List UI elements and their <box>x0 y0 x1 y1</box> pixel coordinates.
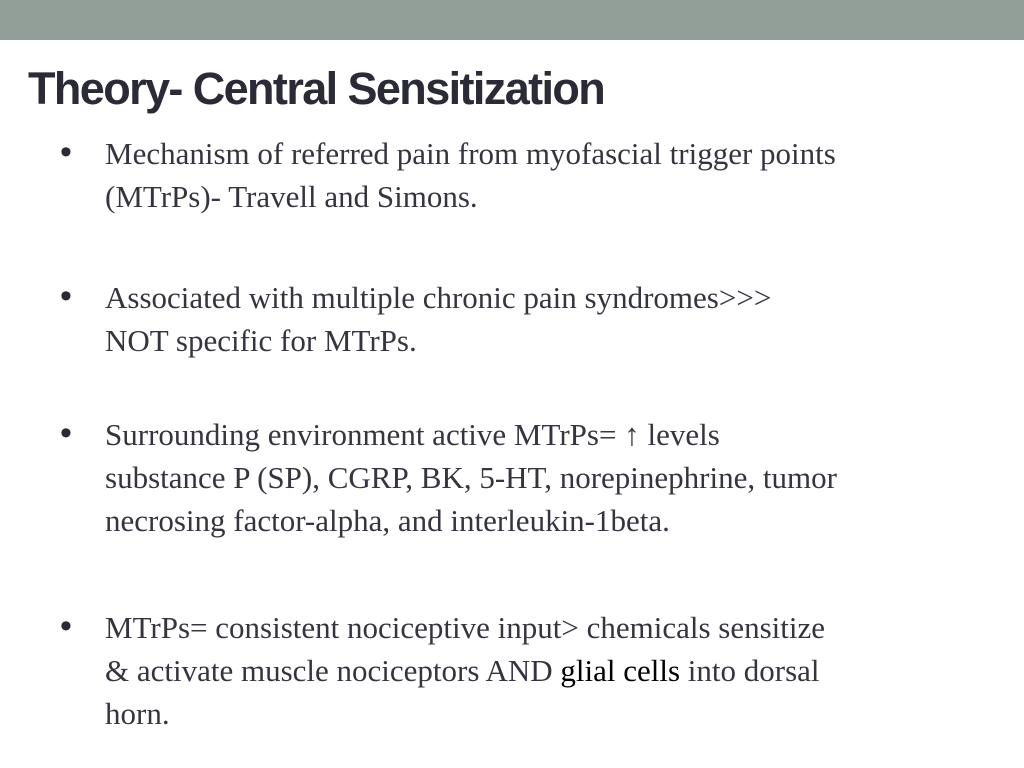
bullet-line: necrosing factor-alpha, and interleukin-… <box>105 503 670 538</box>
bullet-line-part: & activate muscle nociceptors AND <box>105 653 561 688</box>
top-accent-bar <box>0 0 1024 40</box>
bullet-text: Mechanism of referred pain from myofasci… <box>105 132 960 218</box>
bullet-line: & activate muscle nociceptors AND glial … <box>105 649 960 692</box>
bullet-text: MTrPs= consistent nociceptive input> che… <box>105 606 960 735</box>
bullet-line: Mechanism of referred pain from myofasci… <box>105 136 836 171</box>
bullet-dot-icon: • <box>60 133 72 171</box>
bullet-line: MTrPs= consistent nociceptive input> che… <box>105 610 826 645</box>
bullet-dot-icon: • <box>60 607 72 645</box>
bullet-line: substance P (SP), CGRP, BK, 5-HT, norepi… <box>105 460 837 495</box>
bullet-dot-icon: • <box>60 414 72 452</box>
bullet-line: NOT specific for MTrPs. <box>105 323 417 358</box>
bullet-line: Surrounding environment active MTrPs= ↑ … <box>105 417 720 452</box>
bullet-text: Surrounding environment active MTrPs= ↑ … <box>105 413 960 542</box>
bullet-text: Associated with multiple chronic pain sy… <box>105 276 960 362</box>
slide-title: Theory- Central Sensitization <box>28 63 606 114</box>
bullet-line: (MTrPs)- Travell and Simons. <box>105 179 478 214</box>
bullet-dot-icon: • <box>60 277 72 315</box>
bullet-line-part: into dorsal <box>680 653 820 688</box>
bullet-line: horn. <box>105 696 170 731</box>
glial-cells-highlight: glial cells <box>560 653 681 688</box>
bullet-line: Associated with multiple chronic pain sy… <box>105 280 772 315</box>
